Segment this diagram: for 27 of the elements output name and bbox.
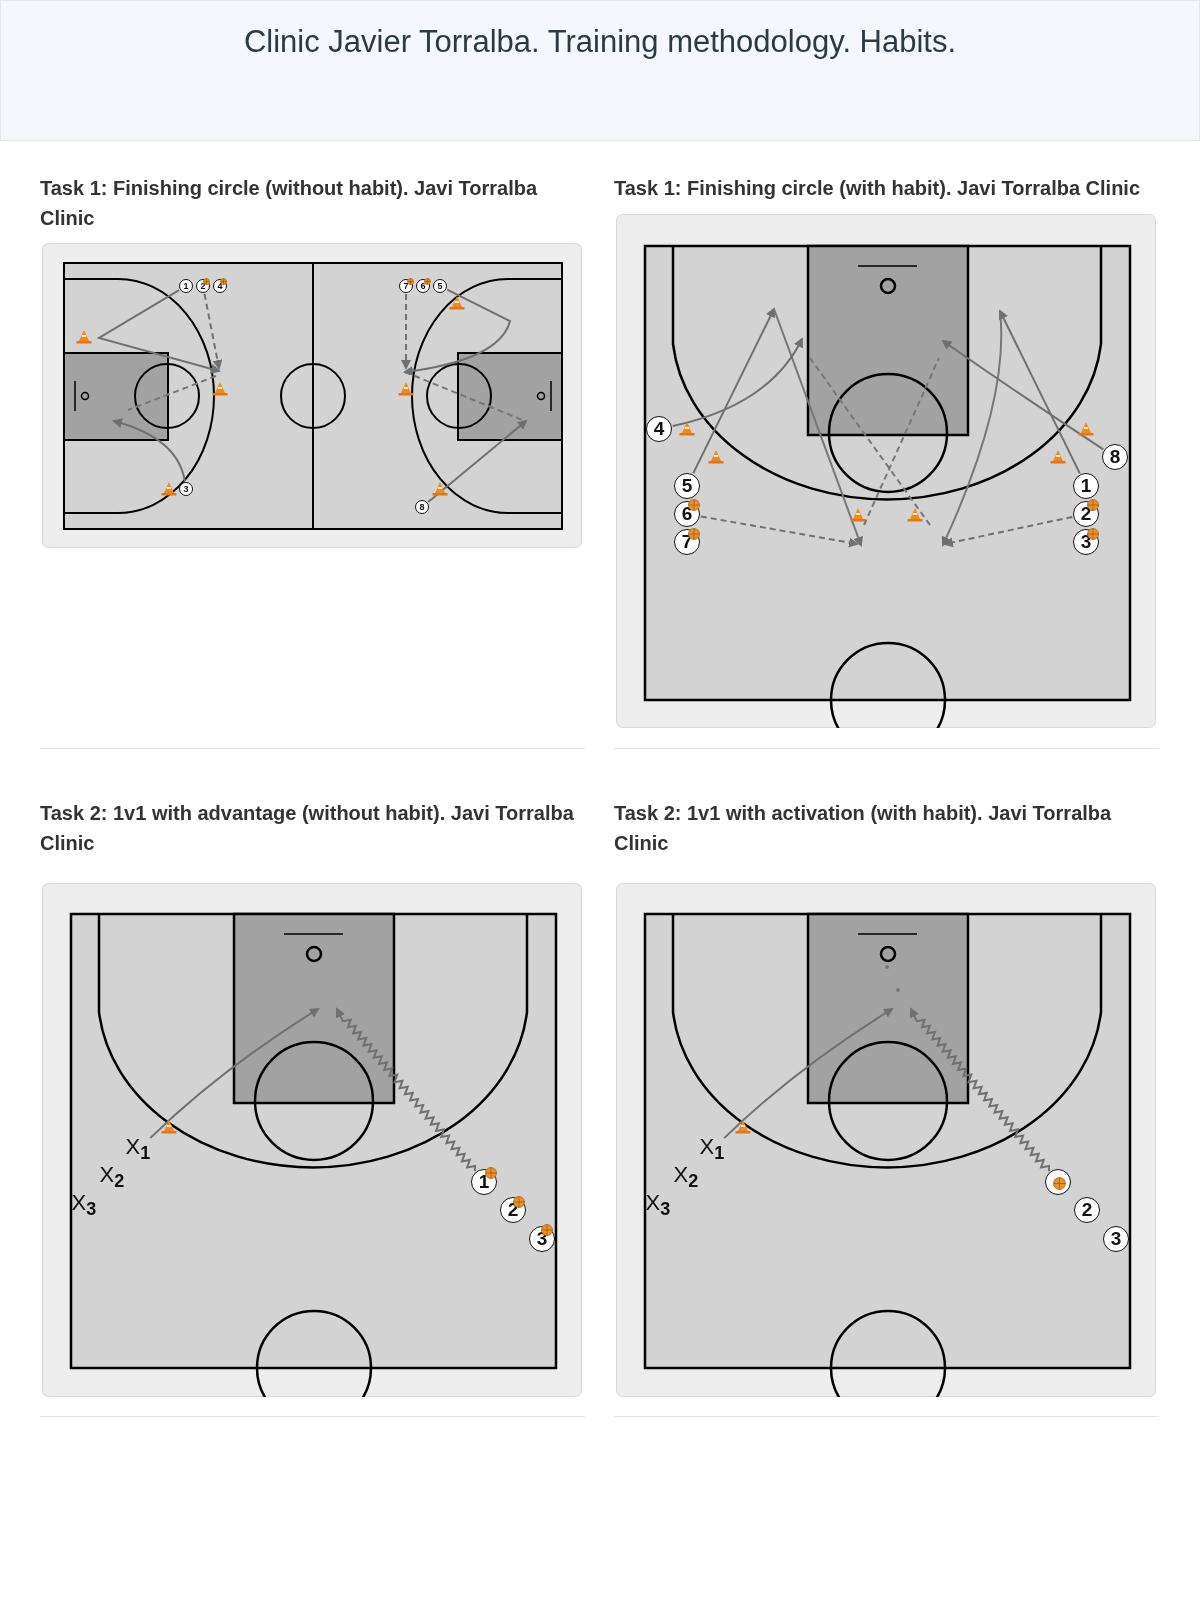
player-label: X$_{3}$	[71, 1192, 97, 1221]
movement-arrow	[723, 1007, 894, 1140]
panel-heading: Task 2: 1v1 with activation (with habit). Javi Torralba Clinic	[614, 801, 1113, 856]
movement-arrow	[203, 292, 223, 370]
player-label: X$_{3}$	[645, 1192, 671, 1221]
panel-heading: Task 1: Finishing circle (with habit). Javi Torralba Clinic	[614, 176, 1142, 201]
movement-arrow	[403, 288, 511, 376]
player-label: X$_{1}$	[125, 1136, 151, 1165]
movement-arrow	[112, 418, 186, 483]
movement-arrow	[401, 293, 411, 370]
movement-arrow	[999, 309, 1081, 475]
movement-arrow	[941, 339, 1105, 451]
page-title: Clinic Javier Torralba. Training methodology. Habits.	[242, 24, 958, 60]
panel-heading: Task 1: Finishing circle (without habit). Javi Torralba Clinic	[40, 176, 539, 231]
player-label: X$_{1}$	[699, 1136, 725, 1165]
movement-arrow	[909, 1007, 1051, 1173]
movement-arrow	[943, 515, 1074, 548]
player-label: X$_{2}$	[673, 1164, 699, 1193]
movement-arrow	[427, 419, 528, 503]
movement-arrow	[335, 1007, 477, 1173]
movement-arrow	[699, 515, 859, 548]
movement-arrow	[96, 289, 221, 374]
movement-arrow	[692, 307, 775, 475]
movement-arrow	[149, 1007, 320, 1140]
movement-arrow	[671, 337, 803, 427]
player-label: X$_{2}$	[99, 1164, 125, 1193]
panel-heading: Task 2: 1v1 with advantage (without habit). Javi Torralba Clinic	[40, 801, 575, 856]
